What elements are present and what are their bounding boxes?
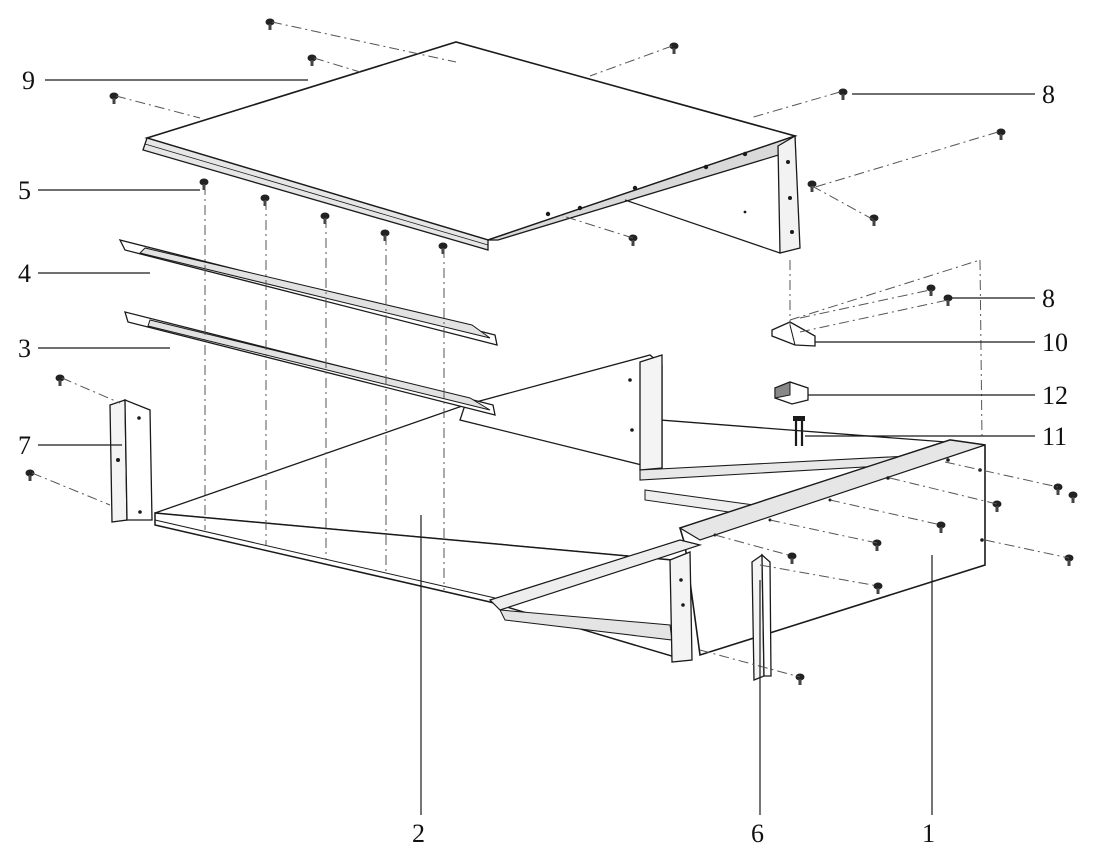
assembly-lines	[31, 21, 1070, 678]
leader-lines	[38, 79, 1035, 815]
clip-part	[771, 321, 816, 347]
block-part	[774, 381, 809, 405]
callout-12: 12	[1042, 381, 1068, 410]
callout-7: 7	[18, 431, 31, 460]
callout-5: 5	[18, 176, 31, 205]
callout-9: 9	[22, 66, 35, 95]
bracket-right	[751, 553, 772, 681]
bracket-left	[109, 399, 153, 523]
callout-3: 3	[18, 334, 31, 363]
main-chassis	[154, 354, 986, 663]
bolt-pair	[793, 416, 805, 446]
callout-8-top: 8	[1042, 80, 1055, 109]
top-cover	[142, 41, 801, 254]
callout-2: 2	[412, 819, 425, 848]
rail-upper	[118, 239, 498, 346]
callout-11: 11	[1042, 422, 1067, 451]
callout-10: 10	[1042, 328, 1068, 357]
callout-8-lower: 8	[1042, 284, 1055, 313]
callout-1: 1	[922, 819, 935, 848]
rail-lower	[124, 311, 496, 416]
callout-4: 4	[18, 259, 31, 288]
callout-6: 6	[751, 819, 764, 848]
